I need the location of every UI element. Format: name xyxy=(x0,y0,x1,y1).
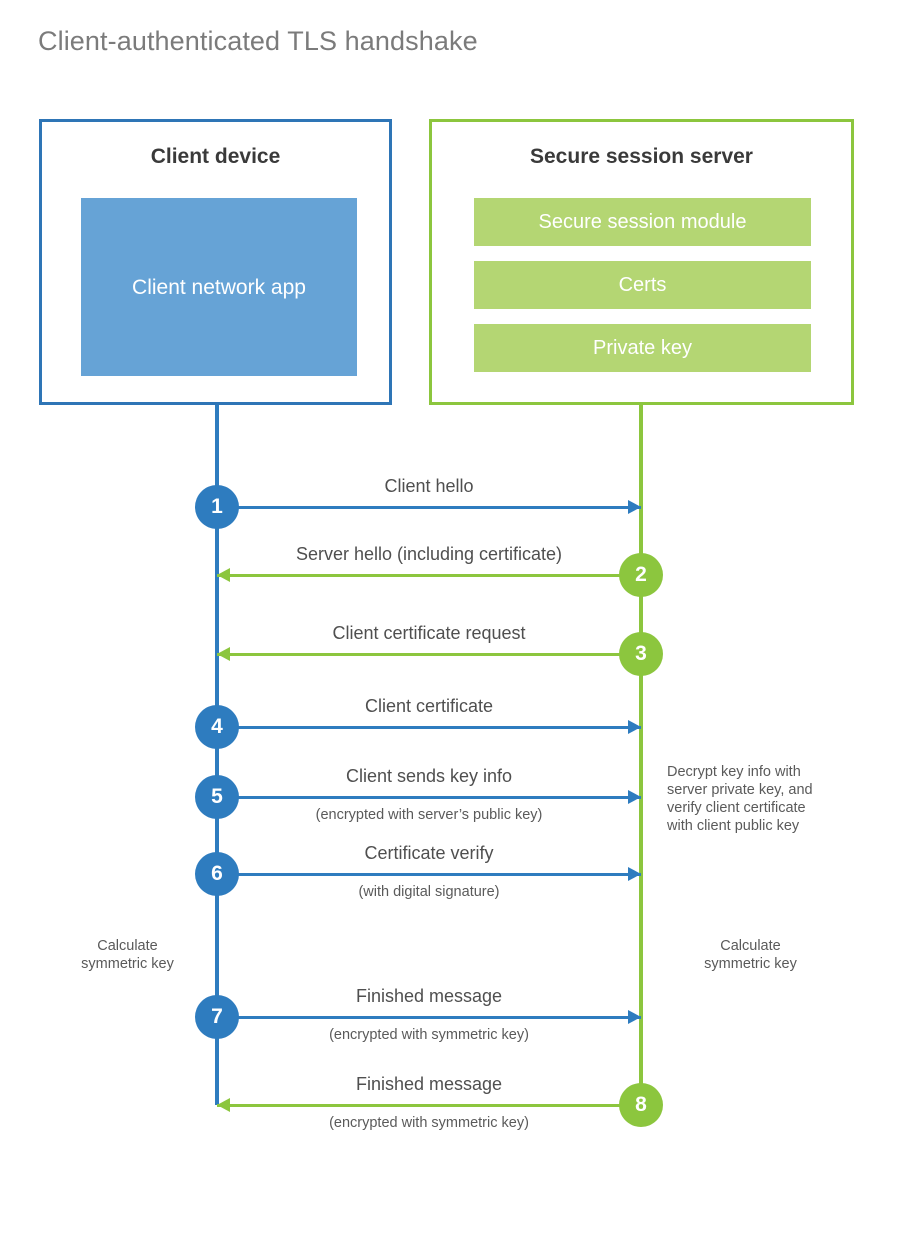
client-device-title: Client device xyxy=(150,145,281,168)
message-line xyxy=(217,1104,641,1107)
arrowhead-icon xyxy=(628,867,641,881)
arrowhead-icon xyxy=(628,790,641,804)
message-line xyxy=(217,873,641,876)
arrowhead-icon xyxy=(217,647,230,661)
message-line xyxy=(217,653,641,656)
page-title: Client-authenticated TLS handshake xyxy=(38,26,478,56)
arrowhead-icon xyxy=(217,1098,230,1112)
message-label: Certificate verify xyxy=(364,843,494,863)
message-label: Client sends key info xyxy=(345,766,513,786)
step-number-3[interactable]: 3 xyxy=(619,632,663,676)
server-component-private-key: Private key xyxy=(474,324,811,372)
note-line: server private key, and xyxy=(667,782,813,798)
message-line xyxy=(217,726,641,729)
step-number-4[interactable]: 4 xyxy=(195,705,239,749)
client-network-app-block: Client network app xyxy=(81,198,357,376)
note-line: symmetric key xyxy=(704,956,797,972)
note-line: Calculate xyxy=(97,938,158,954)
arrowhead-icon xyxy=(217,568,230,582)
message-sublabel: (encrypted with server’s public key) xyxy=(315,807,543,823)
message-sublabel: (encrypted with symmetric key) xyxy=(329,1027,529,1043)
server-decrypt-note: Decrypt key info with server private key… xyxy=(667,763,837,835)
secure-session-server-title: Secure session server xyxy=(530,145,753,168)
message-sublabel: (with digital signature) xyxy=(358,884,500,900)
message-label: Client certificate request xyxy=(332,623,526,643)
message-line xyxy=(217,1016,641,1019)
step-number-2[interactable]: 2 xyxy=(619,553,663,597)
note-line: symmetric key xyxy=(81,956,174,972)
arrowhead-icon xyxy=(628,500,641,514)
client-lifeline xyxy=(215,405,219,1105)
note-line: with client public key xyxy=(667,818,800,834)
message-line xyxy=(217,506,641,509)
step-number-5[interactable]: 5 xyxy=(195,775,239,819)
step-number-6[interactable]: 6 xyxy=(195,852,239,896)
step-number-7[interactable]: 7 xyxy=(195,995,239,1039)
message-label: Server hello (including certificate) xyxy=(295,544,563,564)
message-label: Finished message xyxy=(355,986,503,1006)
server-lifeline xyxy=(639,405,643,1105)
step-number-1[interactable]: 1 xyxy=(195,485,239,529)
server-component-certs: Certs xyxy=(474,261,811,309)
arrowhead-icon xyxy=(628,1010,641,1024)
client-calculate-symmetric-key-note: Calculate symmetric key xyxy=(45,937,210,973)
secure-session-server-box: Secure session server Secure session mod… xyxy=(429,119,854,405)
note-line: Decrypt key info with xyxy=(667,764,801,780)
message-sublabel: (encrypted with symmetric key) xyxy=(329,1115,529,1131)
message-line xyxy=(217,796,641,799)
client-device-box: Client device Client network app xyxy=(39,119,392,405)
note-line: verify client certificate xyxy=(667,800,806,816)
note-line: Calculate xyxy=(720,938,781,954)
server-component-secure-session-module: Secure session module xyxy=(474,198,811,246)
message-label: Client hello xyxy=(384,476,474,496)
server-calculate-symmetric-key-note: Calculate symmetric key xyxy=(668,937,833,973)
message-label: Finished message xyxy=(355,1074,503,1094)
message-label: Client certificate xyxy=(364,696,494,716)
message-line xyxy=(217,574,641,577)
arrowhead-icon xyxy=(628,720,641,734)
step-number-8[interactable]: 8 xyxy=(619,1083,663,1127)
